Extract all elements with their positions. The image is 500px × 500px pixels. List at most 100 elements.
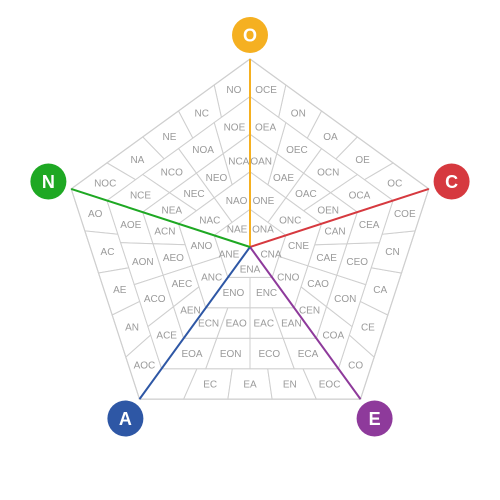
cell-label-noc: NOC (94, 179, 116, 190)
spoke-n (70, 187, 251, 248)
node-circle-e (356, 400, 393, 437)
cell-label-ne: NE (163, 132, 177, 143)
cell-label-ceo: CEO (346, 257, 368, 268)
cell-label-on: ON (291, 108, 306, 119)
cell-label-nea: NEA (162, 205, 183, 216)
cell-label-eac: EAC (254, 319, 275, 330)
cell-label-nce: NCE (130, 191, 151, 202)
cell-label-aco: ACO (144, 294, 166, 305)
cell-label-nec: NEC (184, 189, 205, 200)
cell-label-cne: CNE (288, 241, 309, 252)
cell-label-an: AN (125, 323, 139, 334)
cell-label-con: CON (334, 294, 356, 305)
cell-label-eno: ENO (223, 288, 245, 299)
node-o[interactable]: O (232, 17, 268, 53)
cell-label-nca: NCA (228, 157, 249, 168)
node-circle-n (30, 163, 67, 200)
cell-label-aoe: AOE (120, 220, 141, 231)
cell-label-oc: OC (387, 179, 402, 190)
cell-label-ocn: OCN (317, 168, 339, 179)
cell-label-oen: OEN (317, 205, 339, 216)
node-label-a: A (119, 409, 132, 429)
cell-label-eoa: EOA (181, 349, 202, 360)
cell-label-oan: OAN (250, 157, 272, 168)
cell-label-noe: NOE (224, 122, 246, 133)
cell-label-coe: COE (394, 209, 416, 220)
cell-label-en: EN (283, 379, 297, 390)
cell-label-oea: OEA (255, 122, 276, 133)
cell-label-nao: NAO (226, 196, 248, 207)
node-a[interactable]: A (107, 400, 144, 437)
cell-label-oec: OEC (286, 145, 308, 156)
cell-label-aec: AEC (172, 279, 193, 290)
cell-label-no: NO (226, 85, 241, 96)
cell-label-cen: CEN (299, 305, 320, 316)
node-circle-a (107, 400, 144, 437)
cell-label-eo: EO (163, 379, 178, 390)
pentagon-outline (70, 58, 430, 400)
cell-label-cna: CNA (260, 249, 281, 260)
cell-label-cao: CAO (307, 279, 329, 290)
cell-label-eon: EON (220, 349, 242, 360)
cell-label-co: CO (348, 361, 363, 372)
cell-label-oe: OE (355, 155, 370, 166)
cell-label-oca: OCA (349, 191, 371, 202)
cell-label-eao: EAO (226, 319, 247, 330)
cell-label-ec: EC (203, 379, 217, 390)
cell-label-cea: CEA (359, 220, 380, 231)
spoke-e (249, 246, 362, 400)
cell-label-ano: ANO (191, 241, 213, 252)
cell-label-oae: OAE (273, 173, 294, 184)
cell-label-cae: CAE (316, 253, 337, 264)
cell-label-cn: CN (385, 247, 399, 258)
cell-label-neo: NEO (206, 173, 228, 184)
cell-label-oa: OA (323, 132, 338, 143)
cell-label-onc: ONC (279, 215, 301, 226)
cell-label-na: NA (130, 155, 144, 166)
cell-label-ca: CA (373, 285, 387, 296)
cell-label-noa: NOA (192, 145, 214, 156)
cell-label-ena: ENA (240, 265, 261, 276)
cell-label-eoc: EOC (319, 379, 341, 390)
cell-label-ae: AE (113, 285, 127, 296)
node-e[interactable]: E (356, 400, 393, 437)
node-circle-c (433, 163, 470, 200)
cell-label-one: ONE (253, 196, 275, 207)
node-label-o: O (243, 26, 257, 46)
cell-label-ean: EAN (281, 319, 302, 330)
cell-label-aon: AON (132, 257, 154, 268)
cell-label-ea: EA (243, 379, 257, 390)
node-label-c: C (445, 172, 458, 192)
cell-label-nac: NAC (199, 215, 220, 226)
spoke-c (249, 187, 430, 248)
cell-label-eco: ECO (258, 349, 280, 360)
node-label-n: N (42, 172, 55, 192)
cell-label-ac: AC (101, 247, 115, 258)
cell-label-oac: OAC (295, 189, 317, 200)
cell-label-nco: NCO (161, 168, 183, 179)
cell-label-coa: COA (322, 331, 344, 342)
cell-label-oce: OCE (255, 85, 277, 96)
cell-label-ane: ANE (219, 249, 240, 260)
cell-label-aen: AEN (180, 305, 201, 316)
node-c[interactable]: C (433, 163, 470, 200)
cell-label-acn: ACN (154, 227, 175, 238)
cell-label-cno: CNO (277, 272, 299, 283)
cell-label-ona: ONA (252, 225, 274, 236)
node-circle-o (232, 17, 268, 53)
cell-label-enc: ENC (256, 288, 277, 299)
node-n[interactable]: N (30, 163, 67, 200)
cell-label-aoc: AOC (134, 361, 156, 372)
cell-label-nc: NC (194, 108, 208, 119)
cell-label-eca: ECA (298, 349, 319, 360)
spokes-group (70, 59, 430, 400)
spoke-a (138, 246, 251, 400)
cell-label-ecn: ECN (198, 319, 219, 330)
cell-label-can: CAN (325, 227, 346, 238)
cell-label-ace: ACE (156, 331, 177, 342)
cell-label-ao: AO (88, 209, 103, 220)
